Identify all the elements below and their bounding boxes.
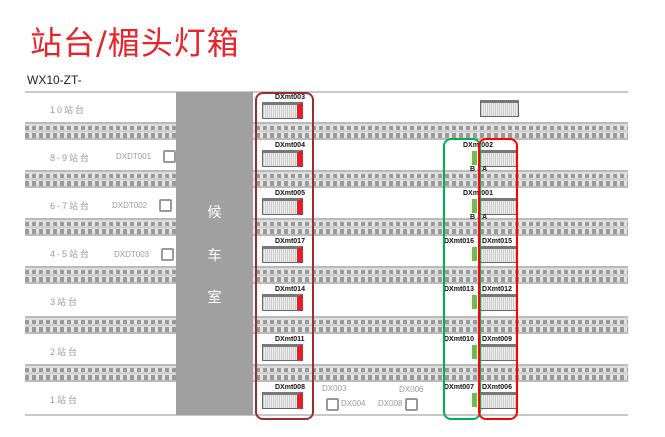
light-box-label: DXmt014 [275, 286, 305, 293]
top-line [25, 91, 628, 93]
light-box-label: DXmt016 [444, 238, 474, 245]
door-icon[interactable] [163, 150, 176, 163]
page-title: 站台/楣头灯箱 [30, 24, 240, 62]
track [25, 316, 628, 334]
bottom-line [25, 414, 628, 416]
left-group-outline [255, 92, 314, 420]
door-icon[interactable] [159, 199, 172, 212]
track [25, 266, 628, 284]
light-box-label: DXmt011 [275, 336, 305, 343]
light-box-label: DXmt008 [275, 384, 305, 391]
light-box-label: DXmt007 [444, 384, 474, 391]
side-b-label: B [470, 166, 476, 173]
light-box-label: DXmt009 [482, 336, 512, 343]
track [25, 170, 628, 188]
light-box-label: DXmt010 [444, 336, 474, 343]
green-indicator [472, 199, 477, 213]
waiting-hall: 候车室 [176, 92, 253, 415]
side-b-label: B [470, 214, 476, 221]
side-a-label: A [482, 166, 488, 173]
platform-label: 1站台 [50, 395, 80, 405]
light-box[interactable] [262, 344, 303, 361]
track [25, 364, 628, 382]
dx-label: DX004 [341, 399, 366, 408]
platform-label: 10站台 [50, 105, 87, 115]
dx-label: DX003 [322, 384, 347, 393]
platform-label: 8-9站台 [50, 153, 92, 163]
green-indicator [472, 151, 477, 165]
green-indicator [472, 345, 477, 359]
red-group-outline [478, 138, 518, 420]
door-label: DXDT002 [112, 201, 148, 210]
hall-char: 候 [207, 205, 222, 221]
light-box-label: DXmt006 [482, 384, 512, 391]
green-indicator [472, 393, 477, 407]
light-box-label: DXmt003 [275, 94, 305, 101]
platform-label: 3站台 [50, 297, 80, 307]
platform-label: 6-7站台 [50, 201, 92, 211]
light-box-label: DXmt015 [482, 238, 512, 245]
side-a-label: A [482, 214, 488, 221]
green-indicator [472, 295, 477, 309]
light-box-label: DXmt012 [482, 286, 512, 293]
light-box[interactable] [262, 198, 303, 215]
dx-icon[interactable] [326, 398, 339, 411]
light-box[interactable] [262, 246, 303, 263]
door-label: DXDT003 [114, 250, 150, 259]
light-box-label: DXmt013 [444, 286, 474, 293]
door-icon[interactable] [161, 248, 174, 261]
platform-label: 2站台 [50, 347, 80, 357]
light-box[interactable] [262, 392, 303, 409]
door-label: DXDT001 [116, 152, 152, 161]
diagram-code: WX10-ZT- [27, 73, 82, 87]
green-indicator [472, 247, 477, 261]
dx-label: DX008 [378, 399, 403, 408]
light-box[interactable] [262, 294, 303, 311]
dx-label: DX006 [399, 385, 424, 394]
green-group-outline [443, 138, 481, 420]
light-box-label: DXmt004 [275, 142, 305, 149]
light-box[interactable] [262, 150, 303, 167]
light-box-label: DXmt001 [463, 190, 493, 197]
light-box[interactable] [480, 100, 519, 117]
light-box[interactable] [262, 102, 303, 119]
hall-char: 车 [207, 248, 222, 264]
track [25, 218, 628, 236]
light-box-label: DXmt017 [275, 238, 305, 245]
hall-char: 室 [207, 290, 222, 306]
dx-icon[interactable] [405, 398, 418, 411]
light-box-label: DXmt005 [275, 190, 305, 197]
platform-label: 4-5站台 [50, 249, 92, 259]
track [25, 122, 628, 140]
